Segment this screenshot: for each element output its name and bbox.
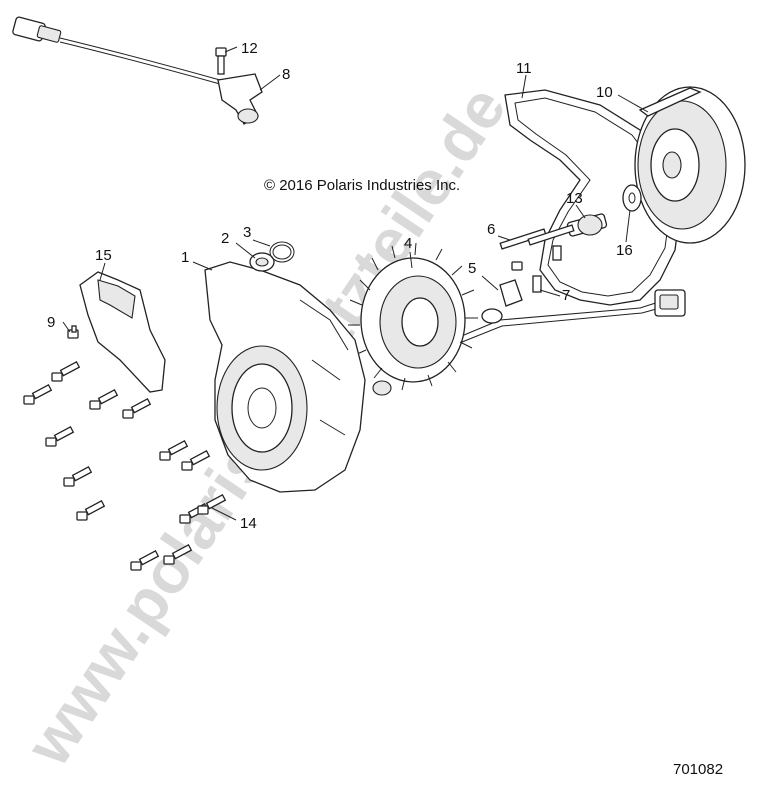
figure-number: 701082 [673, 761, 723, 778]
bolts-6 [499, 224, 575, 250]
screw-9 [67, 325, 79, 339]
callout-9: 9 [47, 314, 55, 331]
callout-14: 14 [240, 515, 257, 532]
cover-bolts [23, 361, 227, 571]
callout-12: 12 [241, 40, 258, 57]
retaining-ring [269, 241, 295, 263]
bolt-12 [215, 47, 227, 75]
callout-10: 10 [596, 84, 613, 101]
callout-8: 8 [282, 66, 290, 83]
speed-sensor-harness [12, 16, 263, 125]
harness-bracket [79, 271, 166, 393]
bolt [163, 544, 193, 565]
bolt [181, 450, 211, 471]
flywheel [634, 86, 746, 244]
copyright-notice: © 2016 Polaris Industries Inc. [264, 177, 460, 194]
callout-13: 13 [566, 190, 583, 207]
bolt [130, 550, 160, 571]
bolt [122, 398, 152, 419]
bolt [76, 500, 106, 521]
bolt [63, 466, 93, 487]
callout-labels: 1 2 3 4 5 6 7 8 9 10 11 12 13 14 15 16 [47, 40, 633, 532]
oil-seal [249, 252, 275, 272]
bolt [197, 494, 227, 515]
bolt [89, 389, 119, 410]
callout-1: 1 [181, 249, 189, 266]
wire-clamp-and-bolt [499, 245, 562, 307]
callout-3: 3 [243, 224, 251, 241]
callout-4: 4 [404, 235, 412, 252]
callout-2: 2 [221, 230, 229, 247]
washer [622, 184, 642, 212]
callout-16: 16 [616, 242, 633, 259]
callout-11: 11 [516, 60, 532, 77]
stator [348, 242, 478, 391]
bolt [51, 361, 81, 382]
callout-5: 5 [468, 260, 476, 277]
callout-15: 15 [95, 247, 112, 264]
stator-harness [439, 289, 686, 351]
woodruff-key [566, 213, 608, 237]
leader-lines [62, 46, 649, 521]
bolt [159, 440, 189, 461]
bolt [45, 426, 75, 447]
stator-cover [204, 261, 392, 493]
callout-6: 6 [487, 221, 495, 238]
bolt [23, 384, 53, 405]
callout-7: 7 [562, 287, 570, 304]
